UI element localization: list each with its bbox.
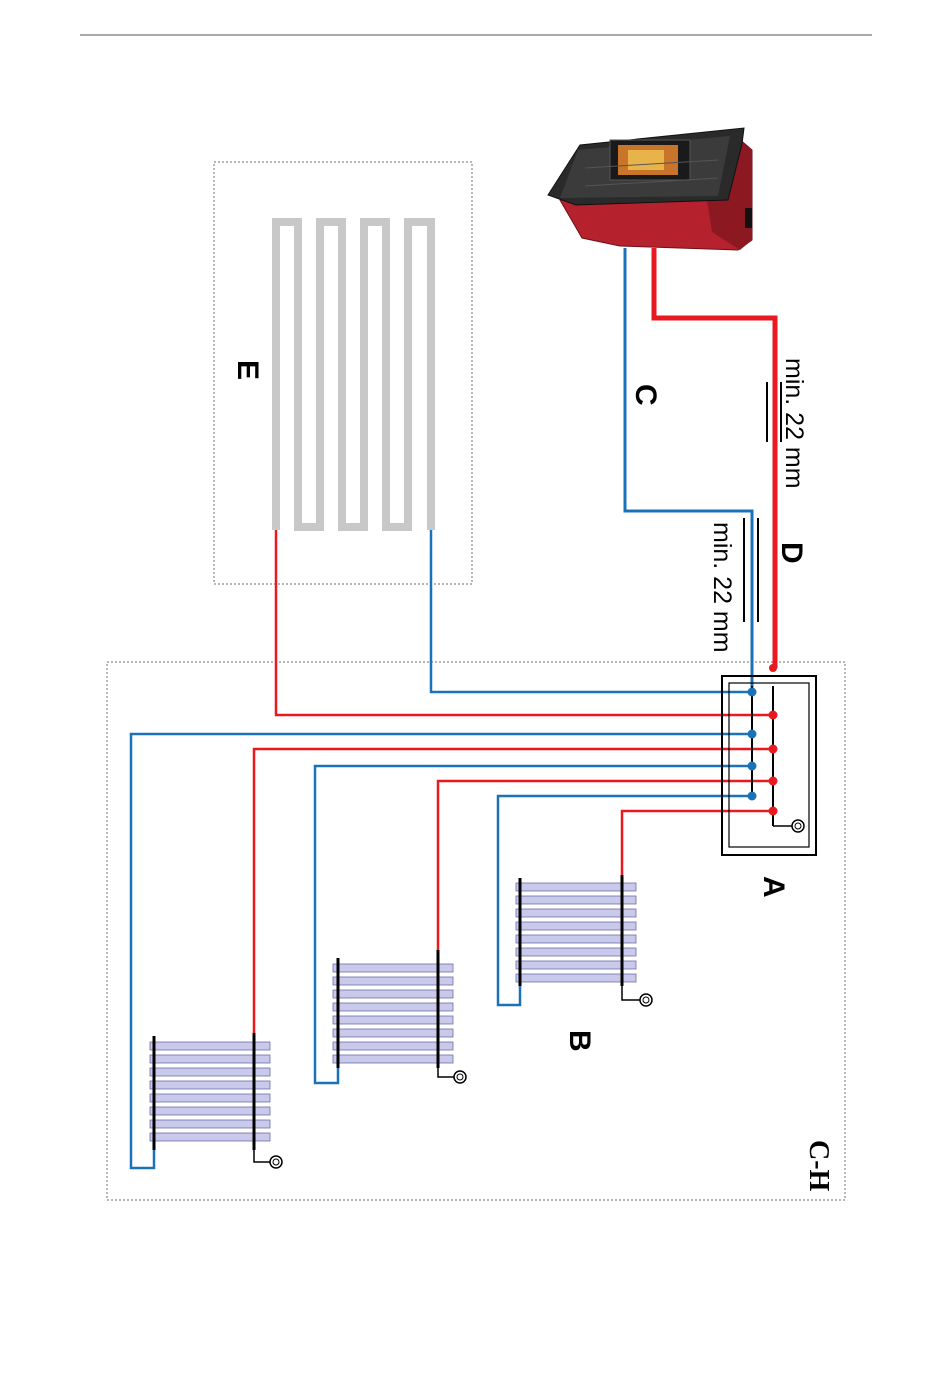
floor-return-pipe (431, 530, 752, 692)
manifold-port-return (748, 792, 757, 801)
manifold-port-supply (769, 664, 777, 672)
label-min-return: min. 22 mm (708, 522, 736, 653)
radiator-1-return-pipe (131, 734, 752, 1168)
floor-heating-loop (276, 222, 431, 530)
manifold-port-supply (769, 745, 778, 754)
radiator-1 (150, 1033, 282, 1168)
manifold-port-return (748, 730, 757, 739)
bleed-valve-icon (640, 994, 652, 1006)
radiator-2 (333, 950, 466, 1083)
label-c: C (629, 384, 662, 406)
radiator-zone-frame (107, 662, 845, 1200)
manifold-port-supply (769, 777, 778, 786)
radiator-icon (333, 964, 453, 1063)
label-min-supply: min. 22 mm (780, 358, 808, 489)
bleed-valve-icon (270, 1156, 282, 1168)
radiator-icon (516, 883, 636, 982)
radiator-1-supply-pipe (254, 749, 773, 1033)
bleed-valve-icon (454, 1071, 466, 1083)
label-a: A (757, 876, 790, 898)
manifold-port-supply (769, 711, 778, 720)
radiator-icon (150, 1042, 270, 1141)
pellet-stove-icon (548, 128, 752, 250)
manifold-port-return (748, 762, 757, 771)
label-d: D (775, 542, 808, 564)
label-e: E (231, 360, 264, 380)
radiator-3 (516, 875, 652, 1006)
floor-supply-pipe (276, 530, 773, 715)
label-b: B (563, 1030, 596, 1052)
label-ch: C-H (803, 1140, 834, 1192)
manifold-port-return (748, 688, 757, 697)
manifold-port-supply (769, 807, 778, 816)
manifold-drain-valve-icon (792, 820, 804, 832)
